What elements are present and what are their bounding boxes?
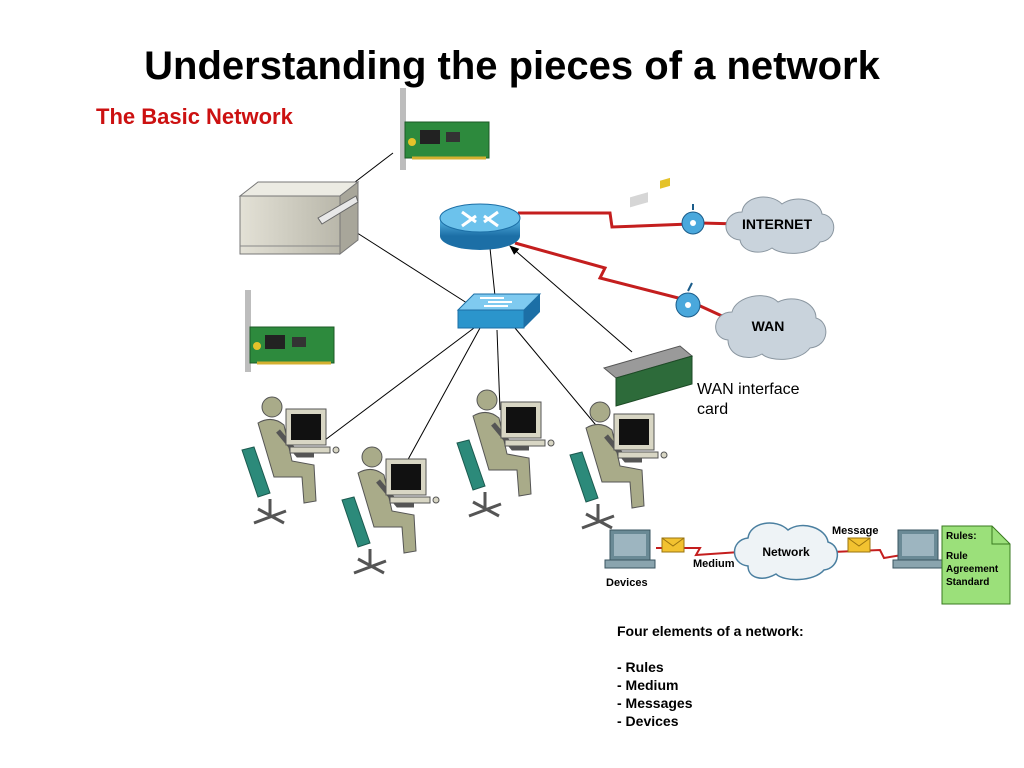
wan-interface-card-icon [602,177,694,407]
chair-base [253,499,287,525]
server-icon [238,180,360,256]
keyboard-icon [504,439,546,447]
devices-label: Devices [606,577,648,589]
message-envelope-icon-right [847,537,871,553]
internet-cloud: INTERNET [725,196,835,254]
person-body [585,424,645,509]
keyboard-icon [617,451,659,459]
four-elements-heading: Four elements of a network: [617,623,804,639]
person-arm [604,434,642,463]
workstation-2 [341,446,440,575]
monitor-screen [506,407,536,433]
slide-title: Understanding the pieces of a network [144,44,880,88]
wan-link-end [697,303,723,318]
switch-pc1-line [324,327,475,441]
wan-cloud: WAN [715,295,827,360]
workstations [241,389,668,575]
chair-base [581,504,615,530]
switch-pc4-line [514,327,601,431]
internet-link [518,211,691,229]
four-elements-item-medium: - Medium [617,677,679,693]
workstation-1 [241,396,340,525]
monitor-screen [291,414,321,440]
person-arm [276,429,314,458]
four-elements-item-devices: - Devices [617,713,679,729]
four-elements-item-rules: - Rules [617,659,664,675]
keyboard-icon [289,446,331,454]
switch-pc2-line [404,327,481,466]
chair-icon [456,439,486,491]
mouse-icon [332,446,340,454]
person-arm [491,422,529,451]
medium-label: Medium [693,558,735,570]
wan-link [514,241,691,303]
chair-icon [569,451,599,503]
workstation-3 [456,389,555,518]
wan-interface-card-label: WAN interface card [697,381,800,418]
person-head [589,401,611,423]
chair-icon [241,446,271,498]
keyboard-icon [389,496,431,504]
rules-item-standard: Standard [946,577,990,588]
mouse-icon [660,451,668,459]
network-label: Network [762,545,810,559]
rules-item-agreement: Agreement [946,564,999,575]
four-elements-item-messages: - Messages [617,695,693,711]
device-computer-icon-left [604,529,656,569]
slide-subtitle: The Basic Network [96,104,293,129]
person-body [257,419,317,504]
router-icon [439,203,521,250]
monitor-screen [619,419,649,445]
internet-label: INTERNET [742,216,812,232]
wan-card-arrow [509,245,633,353]
monitor-screen [391,464,421,490]
network-cloud [733,522,838,581]
modem-icon-internet [681,204,705,235]
person-body [357,469,417,554]
chair-icon [341,496,371,548]
message-label: Message [832,525,878,537]
person-head [261,396,283,418]
switch-router-line [489,247,496,297]
rules-document-text: Rules: Rule Agreement Standard [946,530,998,589]
mouse-icon [432,496,440,504]
workstation-4 [569,401,668,530]
device-computer-icon-right [892,529,944,569]
network-card-icon-top [400,88,490,170]
rules-title: Rules: [946,531,977,542]
message-envelope-icon-left [661,537,685,553]
rules-item-rule: Rule [946,551,968,562]
switch-icon [456,293,542,329]
rules-document-icon [941,525,1011,605]
person-arm [376,479,414,508]
modem-icon-wan [675,282,701,318]
switch-pc3-line [496,329,501,411]
wan-links [514,211,741,318]
person-body [472,412,532,497]
chair-base [468,492,502,518]
person-head [476,389,498,411]
four-elements-list: Four elements of a network: - Rules - Me… [617,622,804,730]
chair-base [353,549,387,575]
mouse-icon [547,439,555,447]
person-head [361,446,383,468]
wan-label: WAN [752,318,785,334]
network-card-icon-left [245,290,335,372]
elements-figure: Devices Medium Message Network [604,522,1011,605]
server-switch-line [339,221,471,306]
